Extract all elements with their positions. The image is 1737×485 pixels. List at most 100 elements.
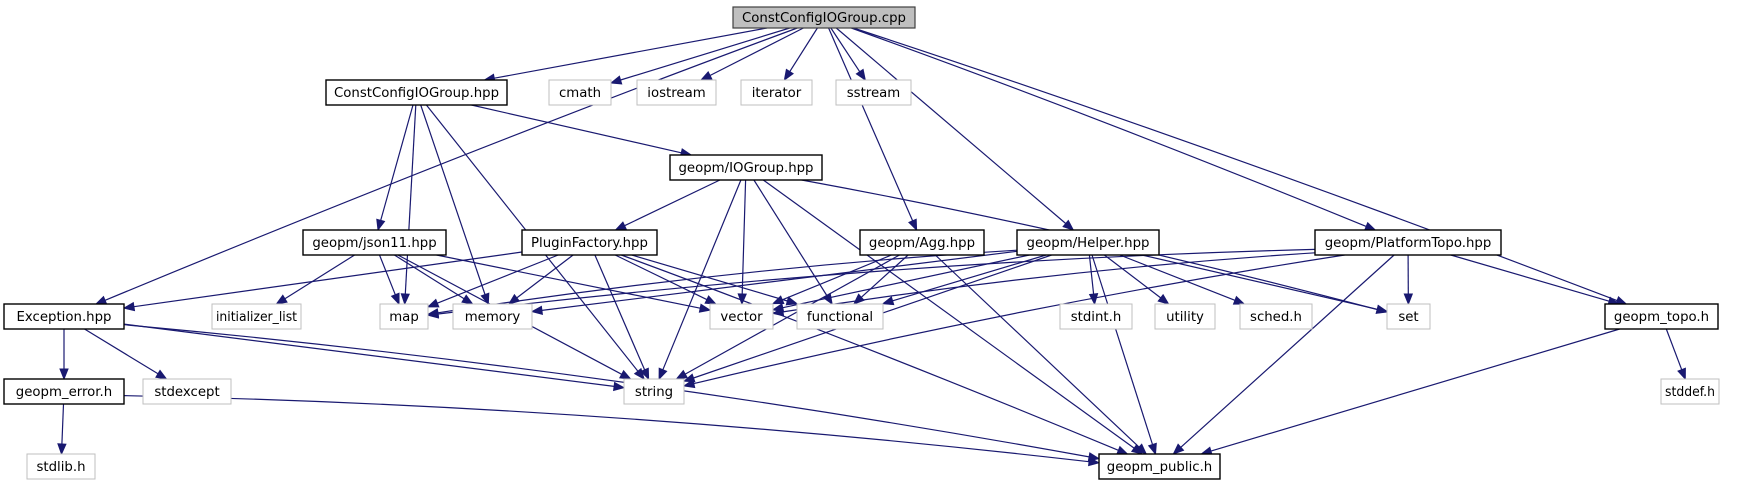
- node-iogroup[interactable]: geopm/IOGroup.hpp: [669, 154, 823, 181]
- node-label: initializer_list: [216, 310, 297, 325]
- edge-root-to-ccio_hpp: [494, 27, 768, 79]
- node-box[interactable]: [859, 229, 985, 256]
- edge-helper-to-stdint: [1088, 254, 1095, 295]
- edge-pluginfactory-to-memory: [516, 254, 574, 299]
- node-box: [636, 79, 717, 106]
- edge-helper-to-set: [1141, 254, 1378, 310]
- node-label: stdexcept: [154, 385, 219, 400]
- edge-exception-to-stdexcept: [84, 328, 159, 375]
- node-helper[interactable]: geopm/Helper.hpp: [1016, 229, 1160, 256]
- node-box: [379, 303, 429, 330]
- edge-root-to-iostream: [709, 27, 804, 77]
- node-box[interactable]: [1314, 229, 1502, 256]
- arrowhead-geopm_error-to-stdlib: [57, 443, 67, 456]
- node-initializer-list: initializer_list: [211, 303, 302, 330]
- node-geopm-error[interactable]: geopm_error.h: [3, 378, 125, 405]
- node-box[interactable]: [325, 79, 508, 106]
- arrowhead-platformtopo-to-vector: [771, 307, 785, 317]
- node-label: stdlib.h: [36, 460, 85, 475]
- edge-helper-to-vector: [782, 254, 1030, 309]
- edge-helper-to-sched: [1119, 254, 1236, 301]
- node-label: ConstConfigIOGroup.hpp: [334, 86, 499, 101]
- arrowhead-root-to-platformtopo: [1363, 221, 1377, 231]
- node-vector: vector: [709, 303, 774, 330]
- node-root[interactable]: ConstConfigIOGroup.cpp: [732, 6, 916, 29]
- node-geopm-topo[interactable]: geopm_topo.h: [1604, 303, 1719, 330]
- node-label: memory: [465, 310, 521, 325]
- node-map: map: [379, 303, 429, 330]
- edge-agg-to-geopm_public: [934, 254, 1140, 448]
- node-label: geopm/PlatformTopo.hpp: [1325, 236, 1492, 251]
- node-box: [142, 378, 232, 405]
- edge-ccio_hpp-to-iogroup: [471, 104, 682, 154]
- edge-root-to-sstream: [830, 27, 861, 73]
- arrowhead-root-to-agg: [908, 218, 918, 232]
- node-utility: utility: [1154, 303, 1216, 330]
- edge-geopm_error-to-geopm_public: [123, 395, 1090, 463]
- edge-geopm_error-to-stdlib: [61, 403, 65, 445]
- arrowhead-helper-to-geopm_public: [1147, 442, 1157, 456]
- node-sched: sched.h: [1239, 303, 1313, 330]
- node-box[interactable]: [1604, 303, 1719, 330]
- edge-platformtopo-to-geopm_topo: [1450, 254, 1610, 302]
- node-geopm-public[interactable]: geopm_public.h: [1098, 453, 1221, 480]
- node-box[interactable]: [3, 378, 125, 405]
- node-label: stdint.h: [1071, 310, 1122, 325]
- node-label: functional: [807, 310, 873, 325]
- node-sstream: sstream: [835, 79, 912, 106]
- edge-json11-to-initializer_list: [284, 254, 355, 300]
- node-box[interactable]: [3, 303, 125, 330]
- arrowhead-ccio_hpp-to-map: [400, 293, 410, 306]
- arrowhead-iogroup-to-pluginfactory: [614, 221, 628, 231]
- arrowhead-helper-to-functional: [881, 296, 895, 306]
- node-string: string: [623, 378, 685, 405]
- node-box[interactable]: [732, 6, 916, 29]
- edge-pluginfactory-to-map: [437, 254, 559, 304]
- node-agg[interactable]: geopm/Agg.hpp: [859, 229, 985, 256]
- node-ccio-hpp[interactable]: ConstConfigIOGroup.hpp: [325, 79, 508, 106]
- edge-root-to-geopm_topo: [853, 27, 1618, 302]
- edge-helper-to-geopm_public: [1091, 254, 1154, 445]
- arrowhead-root-to-sstream: [855, 68, 867, 82]
- node-box: [26, 453, 96, 480]
- edge-ccio_hpp-to-json11: [380, 104, 414, 221]
- node-box: [835, 79, 912, 106]
- node-label: geopm/IOGroup.hpp: [678, 161, 813, 176]
- arrowhead-json11-to-map: [390, 292, 400, 306]
- node-platformtopo[interactable]: geopm/PlatformTopo.hpp: [1314, 229, 1502, 256]
- node-label: utility: [1166, 310, 1204, 325]
- arrowhead-platformtopo-to-set: [1403, 293, 1414, 306]
- node-box: [1660, 378, 1720, 405]
- edge-iogroup-to-vector: [741, 179, 747, 295]
- node-pluginfactory[interactable]: PluginFactory.hpp: [521, 229, 658, 256]
- node-box: [1386, 303, 1431, 330]
- node-stdint: stdint.h: [1059, 303, 1133, 330]
- arrowhead-geopm_topo-to-stddef: [1677, 367, 1686, 381]
- edge-platformtopo-to-map: [437, 248, 1316, 315]
- arrowhead-helper-to-set: [1375, 304, 1389, 314]
- edges-layer: [57, 27, 1686, 467]
- node-exception[interactable]: Exception.hpp: [3, 303, 125, 330]
- arrowhead-pluginfactory-to-exception: [122, 301, 136, 312]
- node-box[interactable]: [669, 154, 823, 181]
- edge-pluginfactory-to-functional: [631, 254, 788, 302]
- node-label: iterator: [752, 86, 802, 101]
- node-box[interactable]: [1098, 453, 1221, 480]
- node-set: set: [1386, 303, 1431, 330]
- node-stdexcept: stdexcept: [142, 378, 232, 405]
- edge-iogroup-to-pluginfactory: [624, 179, 721, 227]
- node-box[interactable]: [302, 229, 447, 256]
- edge-iogroup-to-geopm_public: [762, 179, 1135, 449]
- node-json11[interactable]: geopm/json11.hpp: [302, 229, 447, 256]
- node-box: [452, 303, 533, 330]
- edge-helper-to-utility: [1104, 254, 1162, 299]
- node-label: geopm/Helper.hpp: [1027, 236, 1150, 251]
- node-box[interactable]: [521, 229, 658, 256]
- node-box[interactable]: [1016, 229, 1160, 256]
- arrowhead-agg-to-string: [675, 369, 688, 380]
- arrowhead-platformtopo-to-geopm_public: [1172, 443, 1185, 455]
- arrowhead-json11-to-initializer_list: [275, 294, 288, 305]
- arrowhead-helper-to-stdint: [1088, 293, 1099, 306]
- edge-root-to-iterator: [789, 27, 818, 72]
- edge-root-to-helper: [835, 27, 1067, 224]
